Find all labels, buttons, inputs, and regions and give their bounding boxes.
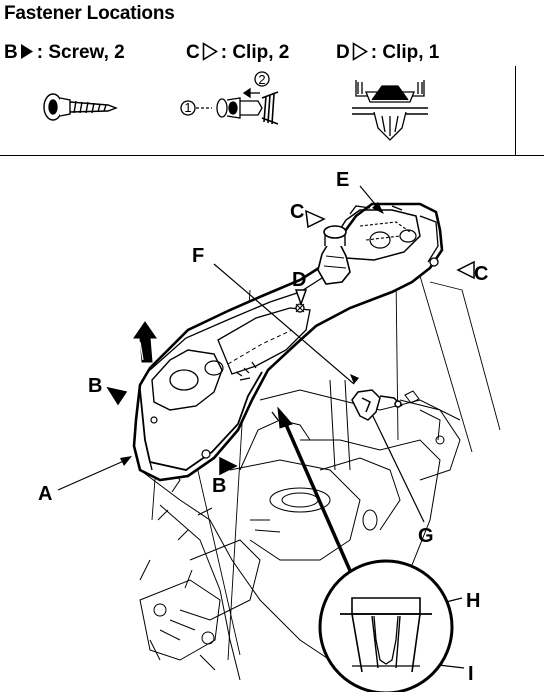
fastener-markers — [106, 209, 475, 476]
screw-icon — [43, 93, 118, 121]
callout-b-left: B — [88, 375, 102, 397]
console-assembly — [132, 202, 444, 482]
callout-i: I — [468, 663, 474, 685]
legend-border — [515, 66, 516, 155]
callout-a: A — [38, 483, 52, 505]
callout-e: E — [336, 169, 349, 191]
callout-letters: A B B C C D E F G H I — [38, 169, 488, 685]
legend-item-clip-d: D : Clip, 1 — [336, 42, 439, 64]
clip-step-2: 2 — [258, 72, 265, 87]
callout-f: F — [192, 245, 204, 267]
open-triangle-icon — [202, 42, 218, 61]
clip-marker-d — [294, 289, 308, 307]
callout-d: D — [292, 269, 306, 291]
page-title: Fastener Locations — [4, 3, 175, 24]
screw-marker-b-left — [106, 386, 128, 406]
clip-marker-c-right — [456, 260, 475, 280]
legend-letter: B — [4, 42, 18, 63]
lift-direction-arrow-icon — [133, 321, 157, 363]
detail-inset — [318, 559, 454, 692]
bracket-g — [351, 389, 403, 421]
callout-c-right: C — [474, 263, 488, 285]
filled-triangle-icon — [20, 43, 33, 59]
callout-h: H — [466, 590, 480, 612]
open-triangle-icon — [352, 42, 368, 61]
retainer-clip-icon — [352, 80, 428, 141]
legend-text: : Clip, 1 — [370, 42, 440, 64]
clip-marker-c-top — [305, 209, 326, 229]
vehicle-floor — [139, 379, 461, 681]
legend-letter: D — [336, 42, 350, 64]
legend-text: : Clip, 2 — [220, 42, 290, 64]
legend-item-clip-c: C : Clip, 2 — [186, 42, 289, 64]
legend-text: : Screw, 2 — [36, 42, 125, 63]
push-clip-icon: 1 2 — [180, 71, 279, 125]
clip-step-1: 1 — [184, 100, 191, 115]
callout-b-lower: B — [212, 475, 226, 497]
legend-item-screw: B : Screw, 2 — [4, 42, 125, 64]
inset-pointer-arrow — [277, 406, 357, 583]
legend-divider — [0, 155, 544, 156]
legend-letter: C — [186, 42, 200, 64]
callout-g: G — [418, 525, 434, 547]
screw-marker-b-lower — [219, 456, 238, 476]
callout-c-top: C — [290, 201, 304, 223]
